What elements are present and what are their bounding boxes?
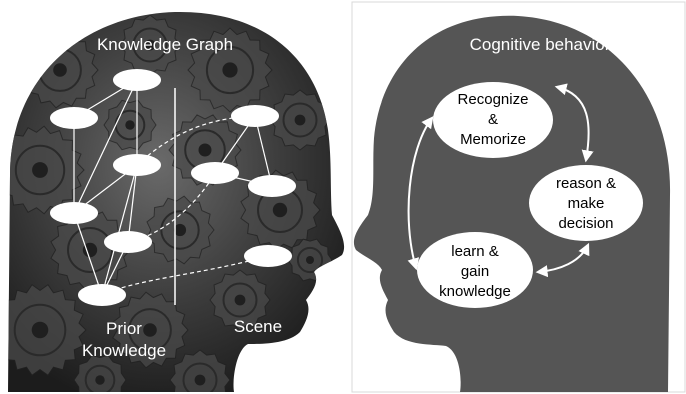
gear-decoration: [209, 269, 271, 331]
node-learn: [417, 232, 533, 308]
gear-texture: [8, 14, 333, 392]
knowledge-graph-title: Knowledge Graph: [97, 35, 233, 54]
graph-node: [191, 162, 239, 184]
node-learn-line3: knowledge: [439, 283, 511, 300]
graph-node: [104, 231, 152, 253]
graph-node: [113, 69, 161, 91]
gear-decoration: [50, 209, 131, 291]
arrow-reason-learn: [535, 242, 590, 278]
gear-decoration: [112, 291, 189, 369]
gear-decoration: [8, 283, 87, 377]
dashed-edge: [127, 172, 216, 243]
arrow-recognize-reason: [554, 83, 594, 163]
edge: [73, 212, 103, 296]
gear-decoration: [146, 195, 215, 265]
node-recognize: [433, 82, 553, 158]
scene-label: Scene: [234, 317, 282, 336]
graph-node: [113, 154, 161, 176]
graph-node: [78, 284, 126, 306]
cognitive-behavior-title: Cognitive behavior: [470, 35, 611, 54]
edge: [73, 79, 138, 214]
arrow-learn-recognize: [407, 116, 434, 271]
gear-decoration: [187, 27, 273, 113]
gear-decoration: [73, 354, 127, 392]
graph-node: [244, 245, 292, 267]
graph-node: [231, 105, 279, 127]
node-learn-line1: learn &: [451, 243, 499, 260]
graph-nodes: [50, 69, 296, 306]
graph-node: [50, 107, 98, 129]
edge: [101, 164, 138, 296]
node-reason: [529, 165, 643, 241]
gear-decoration: [119, 14, 181, 76]
node-learn-line2: gain: [461, 263, 489, 280]
cognitive-arrows: [407, 83, 594, 278]
gear-decoration: [269, 89, 331, 151]
node-reason-line3: decision: [558, 215, 613, 232]
edge: [254, 115, 273, 187]
cognitive-nodes: Recognize & Memorize reason & make decis…: [417, 82, 643, 308]
left-head: [8, 11, 345, 392]
node-reason-line1: reason &: [556, 175, 616, 192]
graph-node: [248, 175, 296, 197]
graph-node: [50, 202, 98, 224]
gear-decoration: [169, 349, 231, 392]
node-recognize-line3: Memorize: [460, 131, 526, 148]
edge: [127, 164, 138, 243]
node-recognize-line1: Recognize: [458, 91, 529, 108]
knowledge-label: Knowledge: [82, 341, 166, 360]
prior-label: Prior: [106, 319, 142, 338]
node-reason-line2: make: [568, 195, 605, 212]
node-recognize-line2: &: [488, 111, 498, 128]
